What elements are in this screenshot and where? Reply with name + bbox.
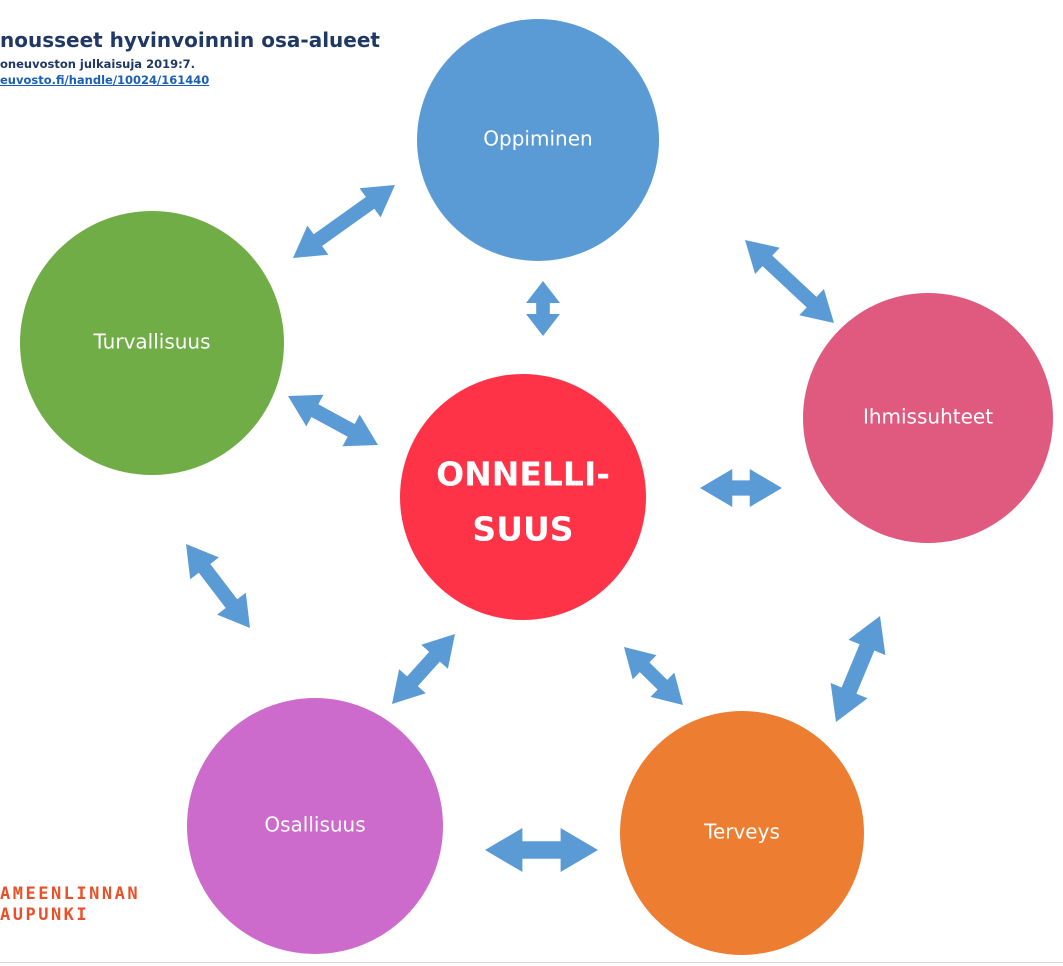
arrows-group [186, 185, 886, 872]
arrow-center-ihmissuhteet [700, 469, 782, 507]
city-logo: AMEENLINNAN AUPUNKI [0, 884, 140, 926]
node-turvallisuus-label: Turvallisuus [92, 330, 210, 354]
node-ihmissuhteet: Ihmissuhteet [803, 293, 1053, 543]
node-osallisuus-circle [187, 698, 443, 954]
logo-line1: AMEENLINNAN [0, 884, 141, 904]
node-osallisuus: Osallisuus [187, 698, 443, 954]
source-link[interactable]: euvosto.fi/handle/10024/161440 [0, 73, 210, 87]
arrow-oppiminen-ihmissuhteet [745, 240, 834, 323]
node-terveys-label: Terveys [703, 820, 780, 844]
node-terveys-circle [620, 711, 864, 955]
arrow-center-osallisuus [392, 634, 455, 704]
logo-line2: AUPUNKI [0, 905, 90, 925]
arrow-turvallisuus-oppiminen [293, 185, 395, 258]
arrow-osallisuus-terveys [485, 828, 598, 872]
node-turvallisuus-circle [20, 211, 284, 475]
node-osallisuus-label: Osallisuus [264, 813, 365, 837]
source-citation: oneuvoston julkaisuja 2019:7. [0, 57, 196, 71]
node-oppiminen-label: Oppiminen [483, 127, 592, 151]
node-terveys: Terveys [620, 711, 864, 955]
page-title: nousseet hyvinvoinnin osa-alueet [0, 28, 380, 52]
arrow-oppiminen-center [526, 281, 560, 336]
node-oppiminen-circle [417, 19, 659, 261]
node-turvallisuus: Turvallisuus [20, 211, 284, 475]
center-label-line1: ONNELLI- [436, 455, 610, 494]
node-oppiminen: Oppiminen [417, 19, 659, 261]
node-ihmissuhteet-circle [803, 293, 1053, 543]
arrow-turvallisuus-center [288, 394, 378, 447]
node-ihmissuhteet-label: Ihmissuhteet [863, 405, 993, 429]
node-center-onnellisuus: ONNELLI- SUUS [400, 374, 646, 620]
arrow-center-terveys [624, 647, 683, 705]
arrow-turvallisuus-osallisuus [186, 544, 250, 628]
divider [0, 962, 1063, 963]
arrow-ihmissuhteet-terveys [830, 616, 886, 722]
center-label-line2: SUUS [472, 510, 573, 549]
node-center-circle [400, 374, 646, 620]
